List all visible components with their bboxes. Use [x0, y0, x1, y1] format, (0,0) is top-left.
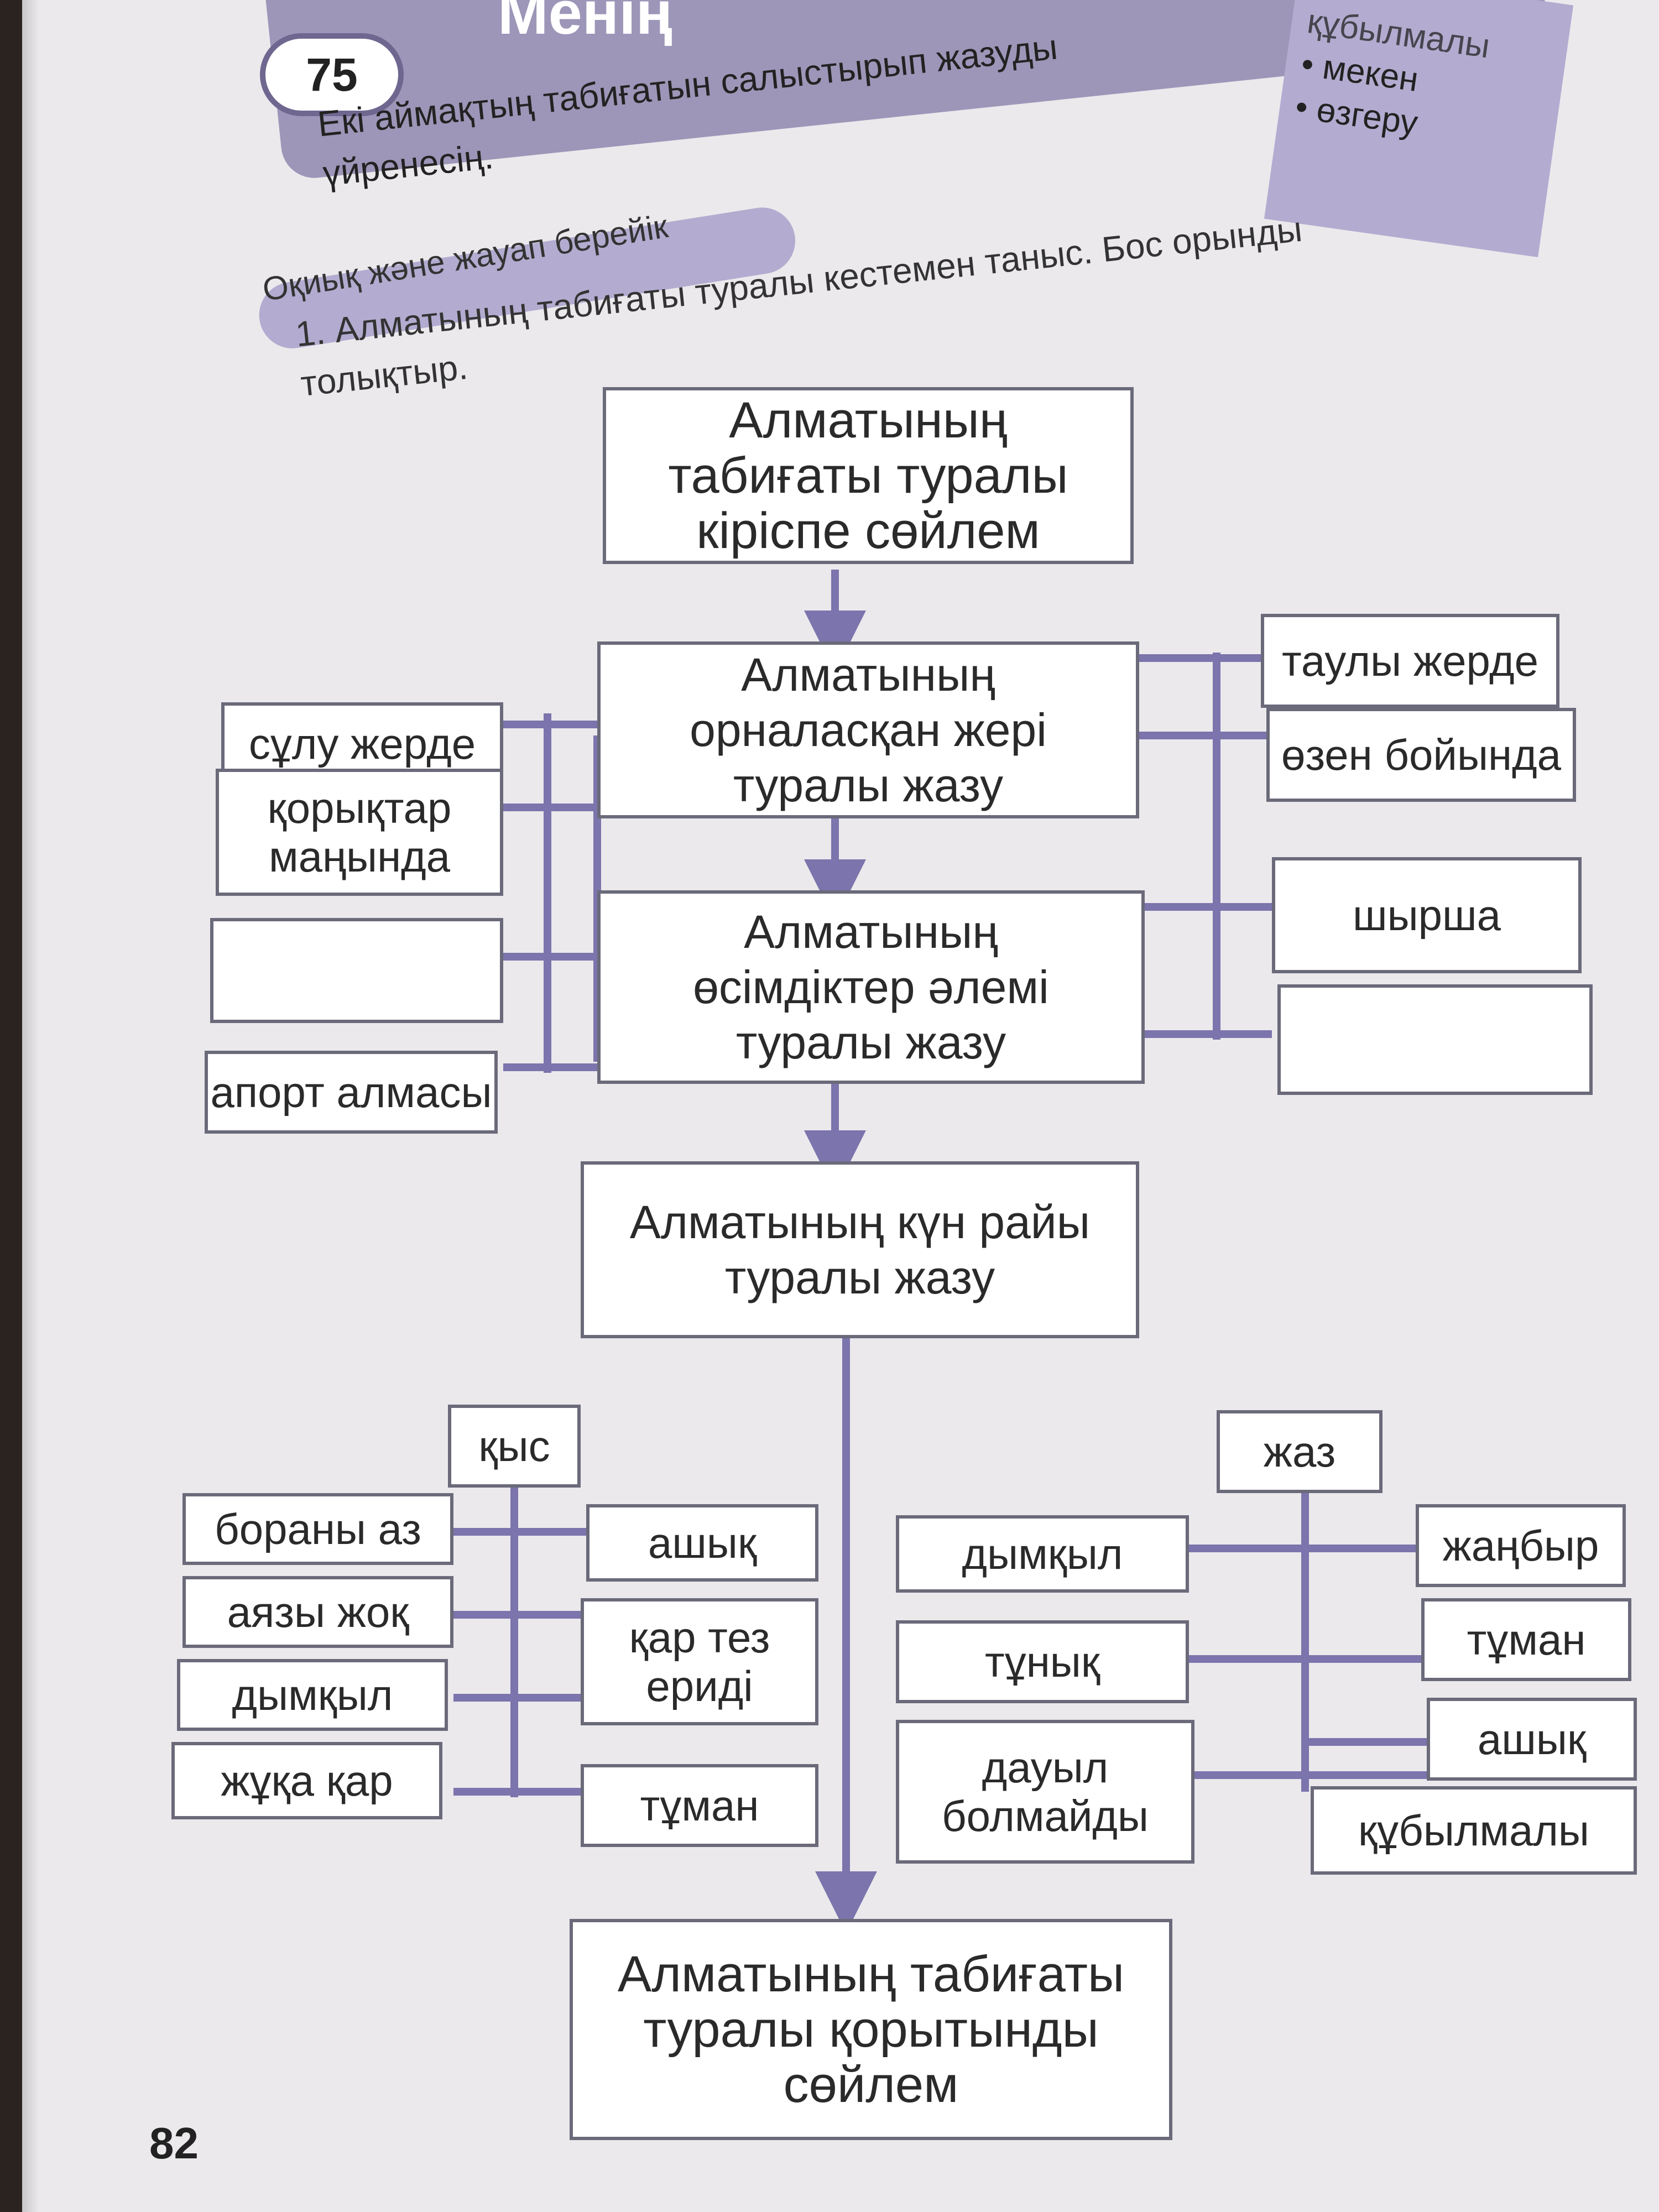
summer-left-item: дымқыл	[896, 1515, 1189, 1593]
winter-left-item: дымқыл	[177, 1659, 448, 1731]
page-edge	[22, 0, 39, 2212]
winter-left-item: жұқа қар	[171, 1742, 442, 1819]
conclusion-box: Алматының табиғаты туралы қорытынды сөйл…	[570, 1919, 1172, 2140]
location-right-item: өзен бойында	[1266, 708, 1576, 802]
plants-right-blank[interactable]	[1277, 984, 1593, 1095]
plants-left-blank[interactable]	[210, 918, 503, 1023]
location-left-item: қорықтар маңында	[216, 769, 503, 896]
winter-left-item: бораны аз	[182, 1493, 453, 1565]
winter-right-item: тұман	[581, 1764, 818, 1847]
winter-right-item: ашық	[586, 1504, 818, 1582]
plants-left-item: апорт алмасы	[205, 1051, 498, 1134]
summer-left-item: тұнық	[896, 1620, 1189, 1703]
plants-box: Алматының өсімдіктер әлемі туралы жазу	[597, 890, 1145, 1084]
summer-left-item: дауыл болмайды	[896, 1720, 1194, 1864]
weather-box: Алматының күн райы туралы жазу	[581, 1161, 1139, 1338]
location-right-item: таулы жерде	[1261, 614, 1559, 708]
location-box: Алматының орналасқан жері туралы жазу	[597, 641, 1139, 818]
winter-right-item: қар тез ериді	[581, 1598, 818, 1725]
plants-right-item: шырша	[1272, 857, 1582, 973]
winter-label: қыс	[448, 1405, 581, 1488]
summer-right-item: жаңбыр	[1416, 1504, 1626, 1587]
summer-label: жаз	[1217, 1410, 1383, 1493]
summer-right-item: ашық	[1427, 1698, 1637, 1781]
summer-right-item: құбылмалы	[1311, 1786, 1637, 1875]
lesson-number-badge: 75	[260, 33, 404, 116]
lesson-title: Менің	[498, 0, 673, 47]
winter-left-item: аязы жоқ	[182, 1576, 453, 1648]
page-number: 82	[149, 2119, 199, 2168]
summer-right-item: тұман	[1421, 1598, 1631, 1681]
intro-box: Алматының табиғаты туралы кіріспе сөйлем	[603, 387, 1134, 564]
